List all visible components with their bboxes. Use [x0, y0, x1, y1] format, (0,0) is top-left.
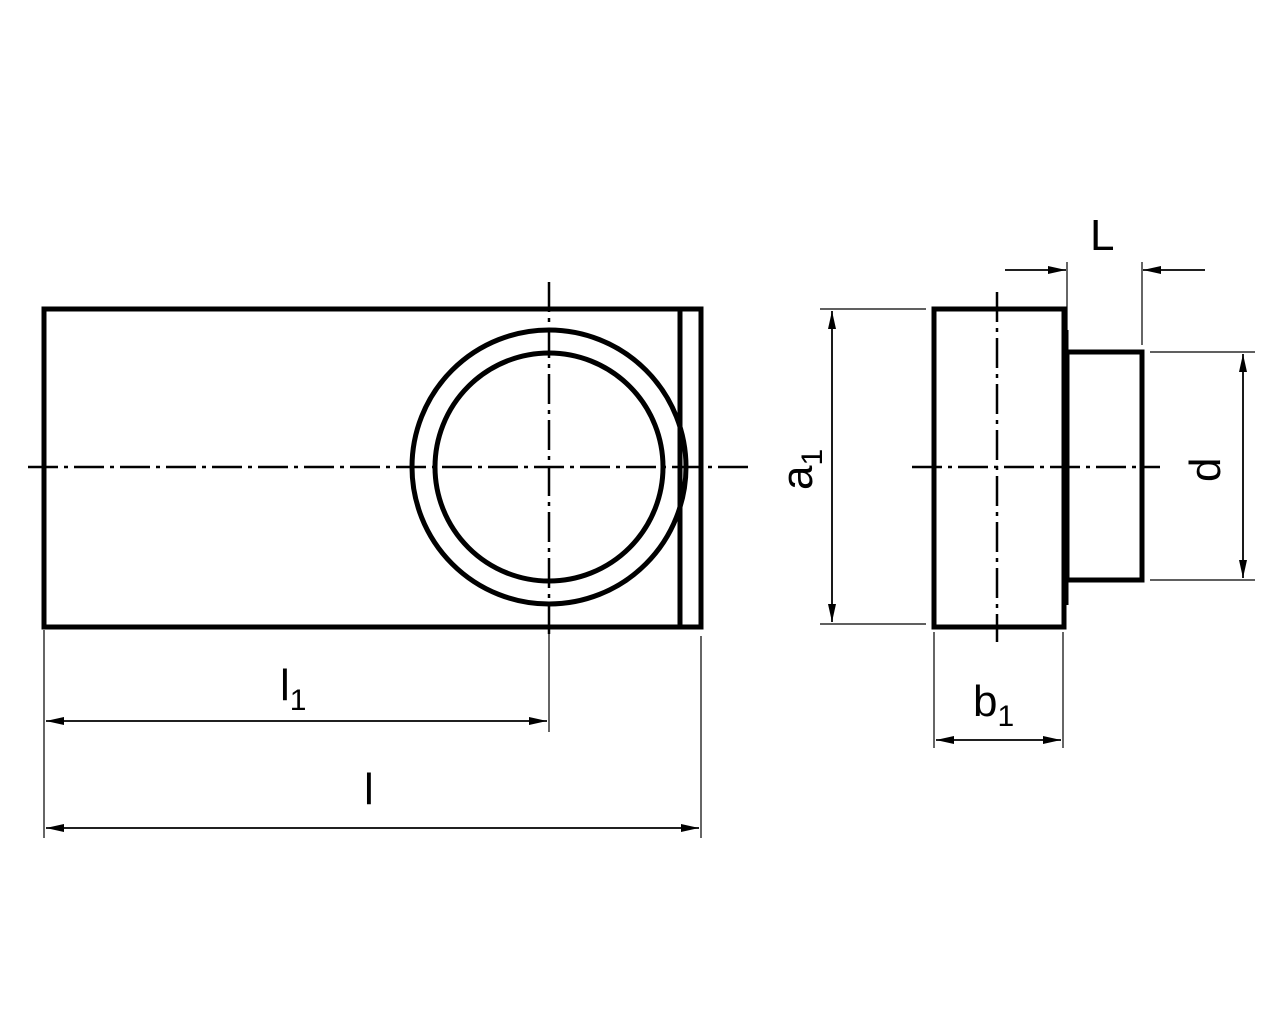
- front-view: [28, 282, 750, 640]
- dimension-l: l: [46, 636, 702, 838]
- dimension-l1: l1: [43, 630, 550, 838]
- label-d: d: [1181, 458, 1230, 482]
- label-l: l: [364, 765, 374, 814]
- dimension-b1: b1: [933, 632, 1064, 748]
- label-l1: l1: [280, 661, 306, 717]
- dimension-a1: a1: [773, 308, 926, 625]
- side-body-outline: [931, 306, 1067, 630]
- dimension-d: d: [1150, 351, 1255, 581]
- side-view: [912, 292, 1160, 642]
- label-L: L: [1090, 211, 1114, 260]
- label-a1: a1: [773, 449, 829, 490]
- dimension-L: L: [1005, 211, 1205, 345]
- label-b1: b1: [973, 677, 1014, 733]
